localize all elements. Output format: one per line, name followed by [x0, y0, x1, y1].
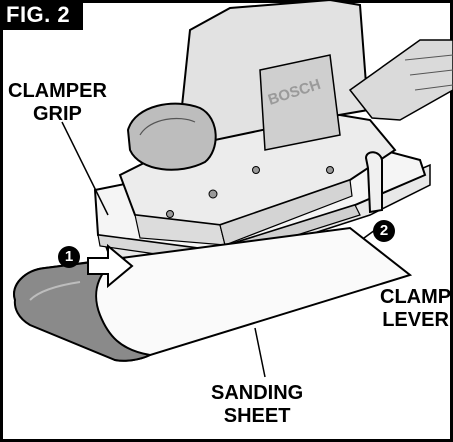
figure-label-box: FIG. 2: [0, 0, 83, 30]
callout-sanding-sheet: SANDING SHEET: [211, 382, 303, 428]
callout-clamp-lever-line1: CLAMP: [380, 286, 452, 308]
callout-sanding-sheet-line1: SANDING: [211, 382, 304, 404]
callout-clamp-lever-line2: LEVER: [382, 309, 449, 331]
step-2-marker: 2: [373, 220, 395, 242]
callout-clamper-grip-line1: CLAMPER: [8, 80, 107, 102]
figure-label: FIG. 2: [6, 2, 71, 27]
clamp-lever-part: [364, 151, 383, 214]
dust-port: [348, 39, 453, 121]
sheet-abrasive-side: [13, 257, 154, 362]
callout-clamp-lever: CLAMP LEVER: [380, 286, 451, 332]
callout-sanding-sheet-line2: SHEET: [223, 405, 291, 427]
callout-clamper-grip: CLAMPER GRIP: [8, 80, 107, 126]
front-cap: [126, 102, 217, 171]
step-1-marker: 1: [58, 246, 80, 268]
insert-arrow: [87, 243, 134, 289]
callout-clamper-grip-line2: GRIP: [32, 103, 82, 125]
